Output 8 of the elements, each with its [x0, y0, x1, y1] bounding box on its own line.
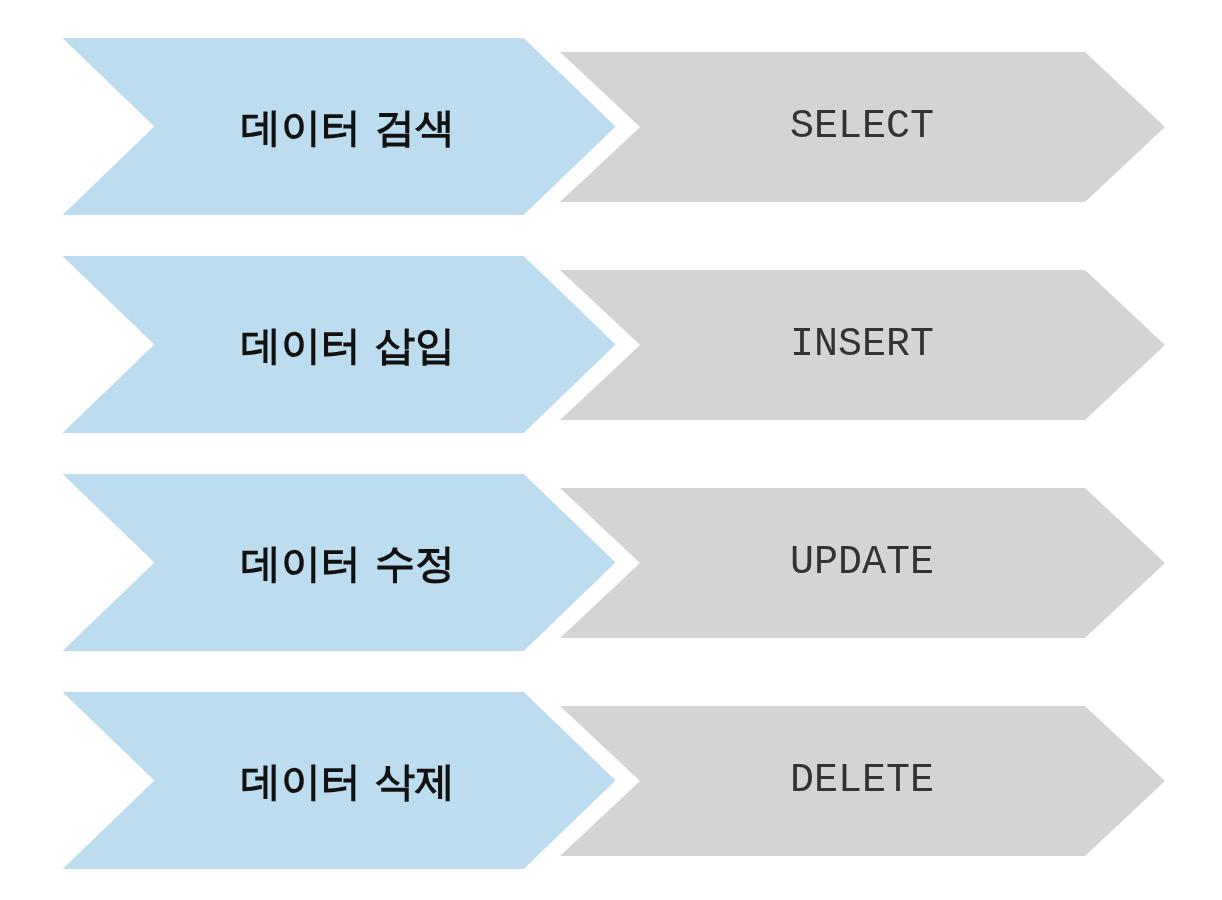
step-label: 데이터 삭제: [241, 756, 455, 806]
step-label: 데이터 삽입: [241, 320, 455, 370]
step-label: 데이터 수정: [241, 538, 455, 588]
step-label: DELETE: [790, 757, 934, 805]
step-label: UPDATE: [790, 539, 934, 587]
step-label: SELECT: [790, 103, 934, 151]
step-label: 데이터 검색: [241, 102, 455, 152]
step-label: INSERT: [790, 321, 934, 369]
